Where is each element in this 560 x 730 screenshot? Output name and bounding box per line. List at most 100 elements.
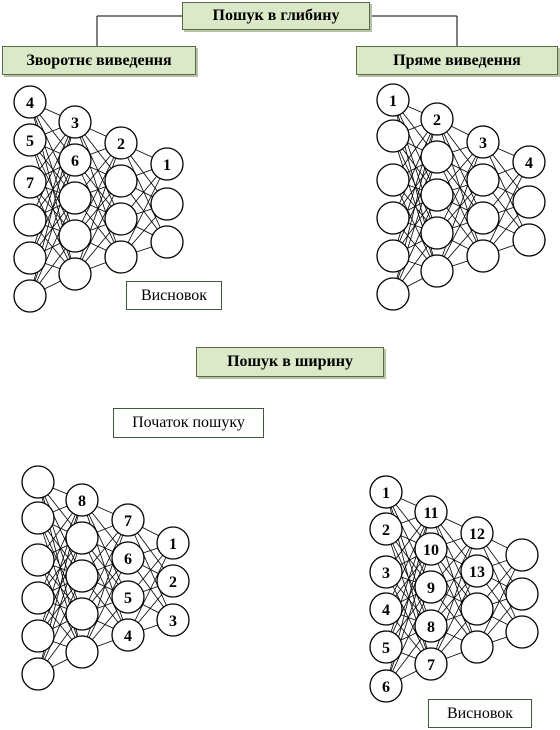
node-label: 5 [26, 133, 34, 150]
network-edge [37, 575, 83, 675]
node-circle [65, 635, 99, 669]
node-label: 1 [382, 485, 390, 502]
network-edge [476, 554, 523, 648]
network-node [420, 216, 454, 250]
network-node: 7 [111, 503, 145, 537]
node-circle [414, 570, 448, 604]
dfs-forward-network: 1 2 3 4 [376, 83, 546, 311]
network-node: 6 [111, 541, 145, 575]
network-node: 11 [414, 495, 448, 529]
network-edge [385, 528, 432, 665]
node-circle [156, 564, 190, 598]
network-node: 3 [466, 125, 500, 159]
network-edge [37, 537, 83, 675]
network-node: 3 [369, 555, 403, 589]
network-node: 4 [13, 85, 47, 119]
network-node [420, 254, 454, 288]
node-circle [414, 609, 448, 643]
conclusion-label-top: Висновок [126, 281, 222, 310]
network-edge [392, 194, 438, 295]
node-circle [65, 483, 99, 517]
node-label: 13 [469, 564, 485, 581]
node-circle [369, 555, 403, 589]
node-circle [369, 592, 403, 626]
node-label: 7 [124, 513, 132, 530]
node-circle [512, 185, 546, 219]
node-label: 2 [433, 112, 441, 129]
network-edge [29, 121, 76, 221]
network-node [13, 241, 47, 275]
network-edge [385, 511, 432, 610]
node-label: 1 [389, 93, 397, 110]
node-circle [505, 538, 539, 572]
network-node [512, 185, 546, 219]
network-edge [37, 517, 83, 615]
network-edge [127, 542, 174, 636]
network-node [466, 201, 500, 235]
node-circle [104, 126, 138, 160]
network-node: 12 [460, 516, 494, 550]
node-circle [156, 526, 190, 560]
network-node: 5 [13, 123, 47, 157]
node-circle [150, 147, 184, 181]
node-label: 2 [117, 136, 125, 153]
network-node [376, 163, 410, 197]
node-circle [466, 239, 500, 273]
network-node [376, 277, 410, 311]
node-circle [376, 277, 410, 311]
node-circle [460, 630, 494, 664]
network-node [466, 163, 500, 197]
network-node [376, 201, 410, 235]
node-circle [21, 581, 55, 615]
node-label: 4 [525, 155, 533, 172]
node-circle [13, 203, 47, 237]
node-circle [414, 532, 448, 566]
network-node [460, 630, 494, 664]
network-edge [37, 499, 83, 599]
network-node: 13 [460, 554, 494, 588]
network-node [21, 465, 55, 499]
network-node [420, 178, 454, 212]
node-circle [21, 501, 55, 535]
network-node: 8 [414, 609, 448, 643]
network-node [460, 592, 494, 626]
network-node [13, 279, 47, 313]
network-edge [74, 142, 122, 237]
network-node: 6 [58, 143, 92, 177]
network-node [65, 597, 99, 631]
node-label: 7 [26, 175, 34, 192]
forward-chaining-header: Пряме виведення [356, 46, 558, 75]
network-node: 4 [111, 618, 145, 652]
network-node [21, 581, 55, 615]
node-circle [58, 105, 92, 139]
network-node [512, 223, 546, 257]
node-label: 3 [169, 613, 177, 630]
network-edge [74, 180, 122, 275]
node-label: 6 [71, 153, 79, 170]
network-edge [430, 532, 478, 665]
network-node [21, 619, 55, 653]
node-circle [156, 603, 190, 637]
network-node: 7 [13, 165, 47, 199]
network-node [505, 577, 539, 611]
network-edge [392, 135, 438, 272]
node-label: 8 [427, 619, 435, 636]
node-circle [13, 279, 47, 313]
network-node: 3 [156, 603, 190, 637]
network-node: 1 [156, 526, 190, 560]
network-node [13, 203, 47, 237]
node-label: 2 [382, 522, 390, 539]
network-edge [436, 179, 484, 272]
search-start-label: Початок пошуку [113, 408, 264, 438]
node-circle [376, 239, 410, 273]
network-node: 6 [369, 669, 403, 703]
node-circle [111, 618, 145, 652]
network-node [376, 119, 410, 153]
network-node [21, 543, 55, 577]
network-node [505, 615, 539, 649]
network-node: 2 [104, 126, 138, 160]
network-edge [482, 161, 530, 257]
node-label: 12 [469, 526, 485, 543]
network-node: 2 [369, 512, 403, 546]
node-label: 5 [382, 640, 390, 657]
